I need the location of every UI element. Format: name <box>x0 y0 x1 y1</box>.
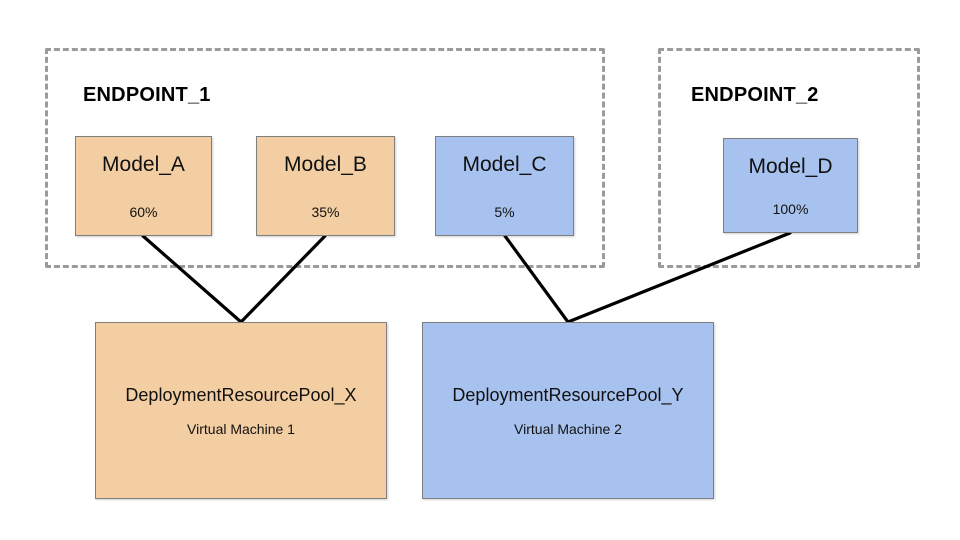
model-node-model-b[interactable]: Model_B 35% <box>256 136 395 236</box>
model-node-model-d[interactable]: Model_D 100% <box>723 138 858 233</box>
model-node-traffic-percent: 5% <box>494 204 515 220</box>
pool-node-pool-x[interactable]: DeploymentResourcePool_X Virtual Machine… <box>95 322 387 499</box>
model-node-traffic-percent: 60% <box>129 204 158 220</box>
model-node-title: Model_D <box>748 155 833 178</box>
model-node-title: Model_C <box>462 153 547 176</box>
pool-node-title: DeploymentResourcePool_Y <box>452 384 684 405</box>
pool-node-pool-y[interactable]: DeploymentResourcePool_Y Virtual Machine… <box>422 322 714 499</box>
model-node-traffic-percent: 100% <box>772 201 809 217</box>
pool-node-subtitle: Virtual Machine 2 <box>514 420 622 437</box>
endpoint-group-2-label: ENDPOINT_2 <box>691 84 819 106</box>
model-node-title: Model_B <box>284 153 367 176</box>
pool-node-title: DeploymentResourcePool_X <box>125 384 357 405</box>
endpoint-group-1-label: ENDPOINT_1 <box>83 84 211 106</box>
model-node-model-a[interactable]: Model_A 60% <box>75 136 212 236</box>
model-node-model-c[interactable]: Model_C 5% <box>435 136 574 236</box>
model-node-title: Model_A <box>102 153 185 176</box>
model-node-traffic-percent: 35% <box>311 204 340 220</box>
pool-node-subtitle: Virtual Machine 1 <box>187 420 295 437</box>
